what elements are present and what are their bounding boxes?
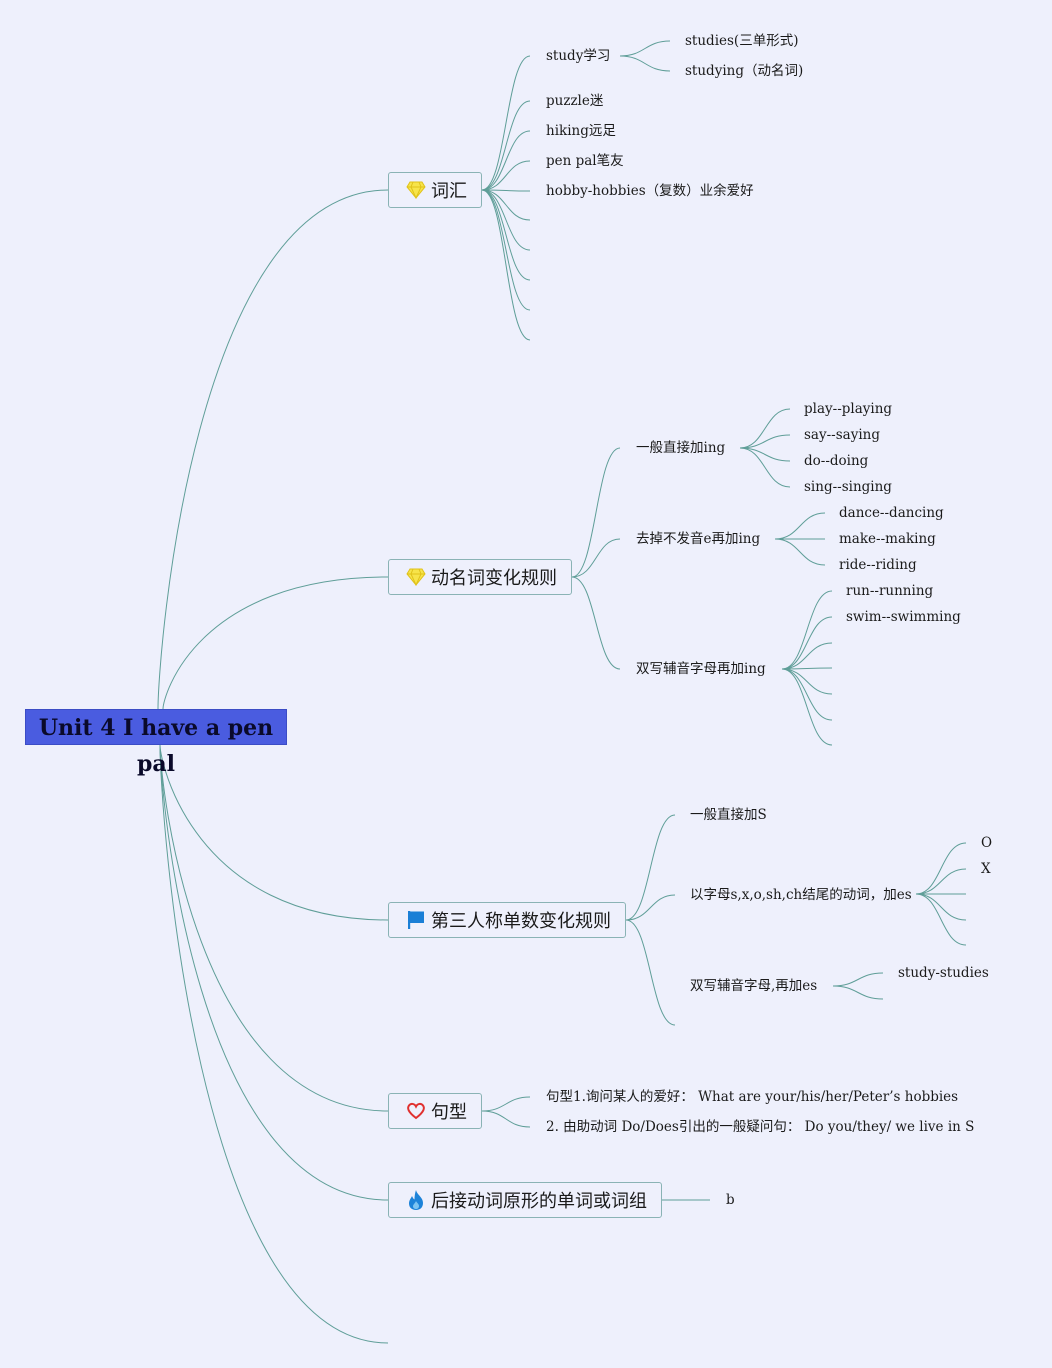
example-do[interactable]: do--doing <box>804 453 869 469</box>
vocab-puzzle[interactable]: puzzle迷 <box>546 93 604 109</box>
edge-r1-ex-1 <box>739 434 791 449</box>
example-swim[interactable]: swim--swimming <box>846 609 961 625</box>
example-say[interactable]: say--saying <box>804 427 880 443</box>
edge-study-studies <box>619 40 671 57</box>
branch-sentence-label: 句型 <box>431 1102 467 1123</box>
edge-vocab-8 <box>481 189 531 311</box>
branch-vocab-label: 词汇 <box>431 181 467 202</box>
edge-r3-ex-5 <box>781 668 833 721</box>
edge-r1-ex-3 <box>739 447 791 488</box>
branch-followed-label: 后接动词原形的单词或词组 <box>431 1191 647 1212</box>
vocab-pen-pal[interactable]: pen pal笔友 <box>546 153 624 169</box>
example-o[interactable]: O <box>981 835 993 851</box>
edge-third-r3-ex-1 <box>832 985 884 1000</box>
edge-vocab-1 <box>481 100 531 191</box>
edge-study-studying <box>619 55 671 72</box>
example-study-studies[interactable]: study-studies <box>898 965 989 981</box>
vocab-hiking[interactable]: hiking远足 <box>546 123 616 139</box>
example-x[interactable]: X <box>981 861 991 877</box>
gerund-rule-drop-e[interactable]: 去掉不发音e再加ing <box>636 531 761 547</box>
edge-r1-ex-2 <box>739 447 791 462</box>
edge-root-third <box>159 744 389 921</box>
edge-gerund-r1 <box>571 447 621 578</box>
edge-vocab-0 <box>481 55 531 191</box>
edge-root-gerund <box>162 576 389 710</box>
edge-root-sentence <box>159 744 389 1112</box>
third-rule-add-es[interactable]: 以字母s,x,o,sh,ch结尾的动词，加es <box>690 887 912 903</box>
edge-root-extra <box>159 744 389 1344</box>
edge-r2-ex-0 <box>774 512 826 540</box>
flag-icon <box>405 909 427 931</box>
edge-vocab-6 <box>481 189 531 251</box>
branch-base-verb-phrases[interactable]: 后接动词原形的单词或词组 <box>388 1182 662 1218</box>
edge-third-r3-ex-0 <box>832 972 884 987</box>
edge-vocab-9 <box>481 189 531 341</box>
edge-vocab-5 <box>481 189 531 221</box>
edge-third-r2-ex-1 <box>915 868 967 895</box>
example-ride[interactable]: ride--riding <box>839 557 917 573</box>
diamond-icon <box>405 566 427 588</box>
edge-vocab-4 <box>481 189 531 192</box>
sentence-pattern-2[interactable]: 2. 由助动词 Do/Does引出的一般疑问句： Do you/they/ we… <box>546 1119 975 1135</box>
edge-r3-ex-1 <box>781 616 833 670</box>
example-run[interactable]: run--running <box>846 583 934 599</box>
fire-icon <box>405 1189 427 1211</box>
edge-third-r3 <box>625 919 676 1026</box>
edge-vocab-2 <box>481 130 531 191</box>
third-rule-add-s[interactable]: 一般直接加S <box>690 807 767 823</box>
edge-root-vocab <box>157 189 389 710</box>
vocab-hobby[interactable]: hobby-hobbies（复数）业余爱好 <box>546 183 754 199</box>
example-sing[interactable]: sing--singing <box>804 479 892 495</box>
example-make[interactable]: make--making <box>839 531 936 547</box>
edge-r3-ex-0 <box>781 590 833 670</box>
edge-gerund-r3 <box>571 576 621 670</box>
edge-third-r2-ex-3 <box>915 893 967 921</box>
edge-r3-ex-6 <box>781 668 833 746</box>
branch-third-person-rules[interactable]: 第三人称单数变化规则 <box>388 902 626 938</box>
edge-third-r2-ex-4 <box>915 893 967 946</box>
sentence-pattern-1[interactable]: 句型1.询问某人的爱好： What are your/his/her/Peter… <box>546 1089 959 1105</box>
branch-vocab[interactable]: 词汇 <box>388 172 482 208</box>
edge-r3-ex-4 <box>781 668 833 695</box>
edge-third-r2-ex-0 <box>915 842 967 895</box>
example-play[interactable]: play--playing <box>804 401 893 417</box>
base-verb-item-b[interactable]: b <box>726 1192 735 1208</box>
edge-r2-ex-2 <box>774 538 826 566</box>
gerund-rule-double-consonant[interactable]: 双写辅音字母再加ing <box>636 661 766 677</box>
diamond-icon <box>405 179 427 201</box>
edge-gerund-r2 <box>571 538 621 578</box>
gerund-rule-add-ing[interactable]: 一般直接加ing <box>636 440 726 456</box>
edge-third-r2 <box>625 894 676 921</box>
heart-icon <box>405 1100 427 1122</box>
edge-r1-ex-0 <box>739 408 791 449</box>
edge-sentence-1 <box>481 1110 531 1128</box>
vocab-study[interactable]: study学习 <box>546 48 611 64</box>
branch-sentence-patterns[interactable]: 句型 <box>388 1093 482 1129</box>
edge-root-followed <box>159 744 389 1201</box>
branch-third-label: 第三人称单数变化规则 <box>431 911 611 932</box>
vocab-studies[interactable]: studies(三单形式) <box>685 33 799 49</box>
edge-third-r1 <box>625 814 676 921</box>
edge-r3-ex-2 <box>781 642 833 670</box>
edge-sentence-0 <box>481 1096 531 1112</box>
branch-gerund-rules[interactable]: 动名词变化规则 <box>388 559 572 595</box>
edge-vocab-3 <box>481 160 531 191</box>
example-dance[interactable]: dance--dancing <box>839 505 944 521</box>
branch-gerund-label: 动名词变化规则 <box>431 568 557 589</box>
vocab-studying[interactable]: studying（动名词) <box>685 63 804 79</box>
root-topic[interactable]: Unit 4 I have a pen pal <box>25 709 287 777</box>
third-rule-double-es[interactable]: 双写辅音字母,再加es <box>690 978 818 994</box>
